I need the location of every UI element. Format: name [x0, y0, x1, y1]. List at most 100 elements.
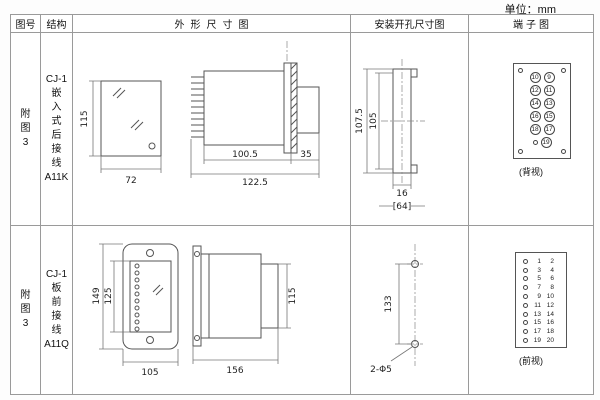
corner-hole — [518, 68, 523, 73]
a11q-drill-view — [407, 244, 423, 366]
dim-front-height: 115 — [80, 110, 90, 127]
terminal-row: 18 17 — [514, 123, 570, 136]
front-view-label: (前视) — [519, 356, 543, 366]
terminal-hole — [523, 302, 528, 308]
a11k-cutout-view — [381, 59, 425, 183]
terminal-circle: 19 — [540, 137, 552, 148]
terminal-row: 13 14 — [523, 310, 566, 319]
terminal-circle: 11 — [543, 85, 555, 96]
header-structure: 结构 — [41, 15, 73, 33]
corner-hole — [561, 149, 566, 154]
terminal-circle — [532, 140, 538, 145]
dim-hole-spec: 2-Φ5 — [370, 365, 392, 375]
row1-mounting-drawing: 107.5 105 16 [64] — [351, 33, 469, 226]
terminal-hole — [523, 267, 528, 273]
dim-body-depth: 100.5 — [232, 150, 258, 160]
terminal-circle: 15 — [543, 111, 555, 122]
a11k-front-view — [100, 80, 162, 157]
terminal-hole — [523, 311, 528, 317]
terminal-number: 3 — [537, 266, 541, 274]
terminal-hole — [523, 329, 528, 335]
terminal-number: 6 — [550, 275, 554, 283]
dim-front-width: 105 — [141, 368, 158, 378]
a11q-side-view — [192, 245, 279, 347]
terminal-hole — [523, 258, 528, 264]
front-terminal-rows: 1 2 3 4 5 6 7 8 — [523, 257, 566, 345]
row1-structure: CJ-1 嵌 入 式 后 接 线 A11K — [41, 33, 73, 226]
terminal-number: 12 — [546, 301, 554, 309]
terminal-circle: 14 — [529, 98, 541, 109]
header-fig-no: 图号 — [11, 15, 41, 33]
terminal-number: 9 — [537, 293, 541, 301]
a11k-front-dims: 115 72 — [80, 80, 162, 186]
terminal-circle: 10 — [529, 72, 541, 83]
terminal-row: 3 4 — [523, 266, 566, 275]
terminal-number: 13 — [533, 310, 541, 318]
terminal-row: 17 18 — [523, 327, 566, 336]
dim-hole-pitch: 133 — [384, 295, 394, 312]
dim-inner-height: 125 — [104, 287, 114, 304]
row2-terminal-diagram: 1 2 3 4 5 6 7 8 — [469, 226, 593, 394]
spec-table: 图号 结构 外形尺寸图 安装开孔尺寸图 端子图 附 图 3 CJ-1 嵌 入 式… — [10, 14, 594, 395]
row2-mounting-drawing: 133 2-Φ5 — [351, 226, 469, 394]
header-mounting: 安装开孔尺寸图 — [351, 15, 469, 33]
terminal-circle: 13 — [543, 98, 555, 109]
header-terminal: 端子图 — [469, 15, 593, 33]
dim-ref-width: [64] — [393, 202, 411, 212]
terminal-hole — [523, 294, 528, 300]
terminal-number: 17 — [533, 328, 541, 336]
terminal-number: 2 — [550, 257, 554, 265]
row2-outline-drawing: 149 125 105 156 — [73, 226, 351, 394]
terminal-number: 5 — [537, 275, 541, 283]
terminal-number: 18 — [546, 328, 554, 336]
terminal-number: 16 — [546, 319, 554, 327]
row1-fig-no: 附 图 3 — [11, 33, 41, 226]
row2-fig-no: 附 图 3 — [11, 226, 41, 394]
unit-label: 单位：mm — [504, 4, 556, 16]
rear-terminal-rows: 10 9 12 11 14 13 16 15 18 17 — [514, 71, 570, 149]
terminal-row: 15 16 — [523, 319, 566, 328]
terminal-number: 14 — [546, 310, 554, 318]
dim-panel-front-depth: 35 — [300, 150, 311, 160]
a11q-front-dims: 149 125 105 — [92, 243, 179, 378]
terminal-number: 8 — [550, 284, 554, 292]
terminal-number: 4 — [550, 266, 554, 274]
row2-structure: CJ-1 板 前 接 线 A11Q — [41, 226, 73, 394]
terminal-number: 19 — [533, 337, 541, 345]
terminal-circle: 18 — [529, 124, 541, 135]
terminal-hole — [523, 338, 528, 344]
corner-hole — [518, 149, 523, 154]
terminal-circle: 12 — [529, 85, 541, 96]
terminal-number: 15 — [533, 319, 541, 327]
terminal-row: 14 13 — [514, 97, 570, 110]
terminal-number: 11 — [534, 301, 541, 309]
terminal-row: 9 10 — [523, 292, 566, 301]
a11k-side-view — [191, 41, 320, 154]
dim-side-height: 115 — [288, 287, 298, 304]
a11q-drill-dims: 133 2-Φ5 — [370, 263, 413, 375]
terminal-circle: 9 — [543, 72, 555, 83]
row1-terminal-diagram: 10 9 12 11 14 13 16 15 18 17 — [469, 33, 593, 226]
a11k-side-dims: 100.5 35 122.5 — [190, 133, 320, 188]
dim-side-depth: 156 — [226, 366, 243, 376]
header-outline: 外形尺寸图 — [73, 15, 351, 33]
terminal-hole — [523, 285, 528, 291]
dim-inner-height: 105 — [369, 112, 379, 129]
terminal-number: 7 — [537, 284, 541, 292]
terminal-hole — [523, 320, 528, 326]
terminal-row: 16 15 — [514, 110, 570, 123]
terminal-row: 1 2 — [523, 257, 566, 266]
corner-hole — [561, 68, 566, 73]
terminal-row: 19 20 — [523, 336, 566, 345]
terminal-row: 5 6 — [523, 275, 566, 284]
terminal-circle: 17 — [543, 124, 555, 135]
terminal-number: 1 — [537, 257, 541, 265]
dim-front-width: 72 — [125, 176, 136, 186]
a11k-cutout-dims: 107.5 105 16 [64] — [355, 68, 425, 212]
dim-total-depth: 122.5 — [242, 178, 268, 188]
rear-view-terminal-block: 10 9 12 11 14 13 16 15 18 17 — [513, 63, 571, 159]
terminal-row: 12 11 — [514, 84, 570, 97]
terminal-row: 7 8 — [523, 283, 566, 292]
dim-front-height: 149 — [92, 287, 102, 304]
